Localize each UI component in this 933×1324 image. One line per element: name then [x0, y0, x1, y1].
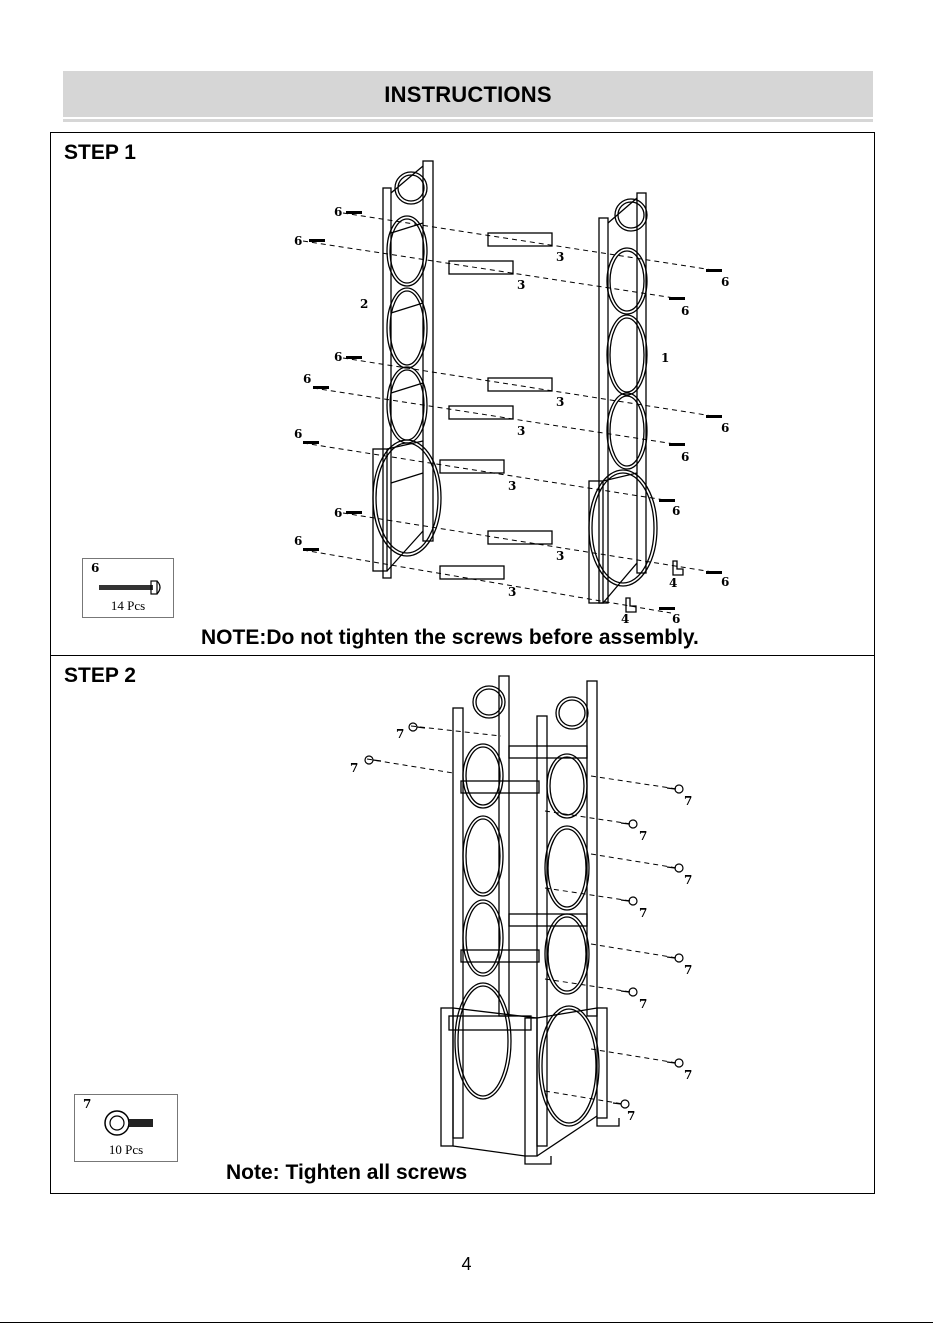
label-3: 3	[556, 549, 564, 563]
label-7: 7	[684, 794, 692, 808]
step-1-note: NOTE:Do not tighten the screws before as…	[201, 626, 699, 650]
label-3: 3	[508, 479, 516, 493]
label-7: 7	[684, 873, 692, 887]
page-title: INSTRUCTIONS	[63, 82, 873, 108]
label-6: 6	[721, 575, 729, 589]
label-6: 6	[721, 421, 729, 435]
label-7: 7	[396, 727, 404, 741]
label-3: 3	[556, 250, 564, 264]
label-3: 3	[517, 278, 525, 292]
label-7: 7	[639, 906, 647, 920]
label-7: 7	[684, 1068, 692, 1082]
label-7: 7	[639, 829, 647, 843]
label-6: 6	[334, 506, 342, 520]
bolt-guide-lines	[367, 726, 677, 1104]
label-7: 7	[684, 963, 692, 977]
label-7: 7	[627, 1109, 635, 1123]
label-7: 7	[639, 997, 647, 1011]
label-3: 3	[508, 585, 516, 599]
footer-divider	[0, 1322, 933, 1323]
label-2: 2	[360, 297, 368, 311]
label-4: 4	[669, 576, 677, 590]
page-number: 4	[0, 1254, 933, 1275]
label-6: 6	[294, 234, 302, 248]
label-6: 6	[681, 304, 689, 318]
part-6-box: 6 14 Pcs	[82, 558, 174, 618]
instructions-header: INSTRUCTIONS	[63, 71, 873, 119]
label-6: 6	[303, 372, 311, 386]
left-frame-2	[373, 161, 441, 578]
label-6: 6	[334, 205, 342, 219]
step-1-panel: STEP 1	[50, 132, 875, 656]
label-6: 6	[721, 275, 729, 289]
label-3: 3	[556, 395, 564, 409]
label-7: 7	[350, 761, 358, 775]
label-6: 6	[672, 504, 680, 518]
label-6: 6	[681, 450, 689, 464]
label-6: 6	[294, 427, 302, 441]
crossbars-3	[440, 233, 552, 579]
label-6: 6	[294, 534, 302, 548]
assembled-rack	[441, 676, 619, 1164]
right-frame-1	[589, 193, 657, 603]
label-4: 4	[621, 612, 629, 626]
label-1: 1	[661, 351, 669, 365]
screw-guide-lines	[303, 213, 719, 613]
label-6: 6	[334, 350, 342, 364]
label-3: 3	[517, 424, 525, 438]
part-qty: 10 Pcs	[75, 1142, 177, 1158]
label-6: 6	[672, 612, 680, 626]
step-2-panel: STEP 2	[50, 655, 875, 1194]
step-2-note: Note: Tighten all screws	[226, 1161, 467, 1185]
part-7-box: 7 10 Pcs	[74, 1094, 178, 1162]
part-qty: 14 Pcs	[83, 598, 173, 614]
